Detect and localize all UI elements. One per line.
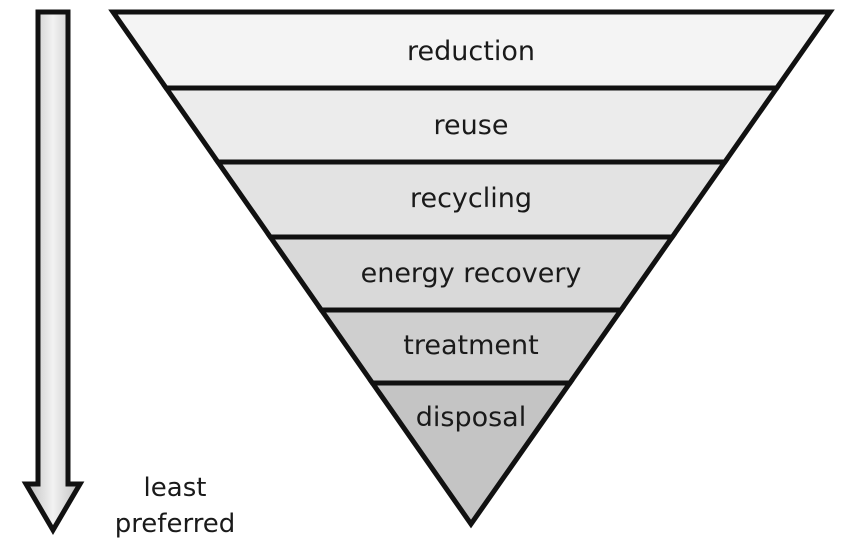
tier-band-5 <box>367 380 575 529</box>
tier-label-5: disposal <box>416 402 526 433</box>
hierarchy-pyramid: reduction reuse recycling energy recovery tr… <box>108 9 835 529</box>
tier-label-4: treatment <box>403 330 538 361</box>
tier-label-1: reuse <box>434 110 509 141</box>
tier-label-3: energy recovery <box>361 258 582 289</box>
down-arrow-icon <box>21 9 85 535</box>
tier-label-2: recycling <box>410 183 532 214</box>
tier-label-0: reduction <box>407 36 535 67</box>
arrow-label-line1: least <box>144 473 207 503</box>
preference-arrow <box>21 9 85 535</box>
arrow-label-line2: preferred <box>115 509 236 539</box>
